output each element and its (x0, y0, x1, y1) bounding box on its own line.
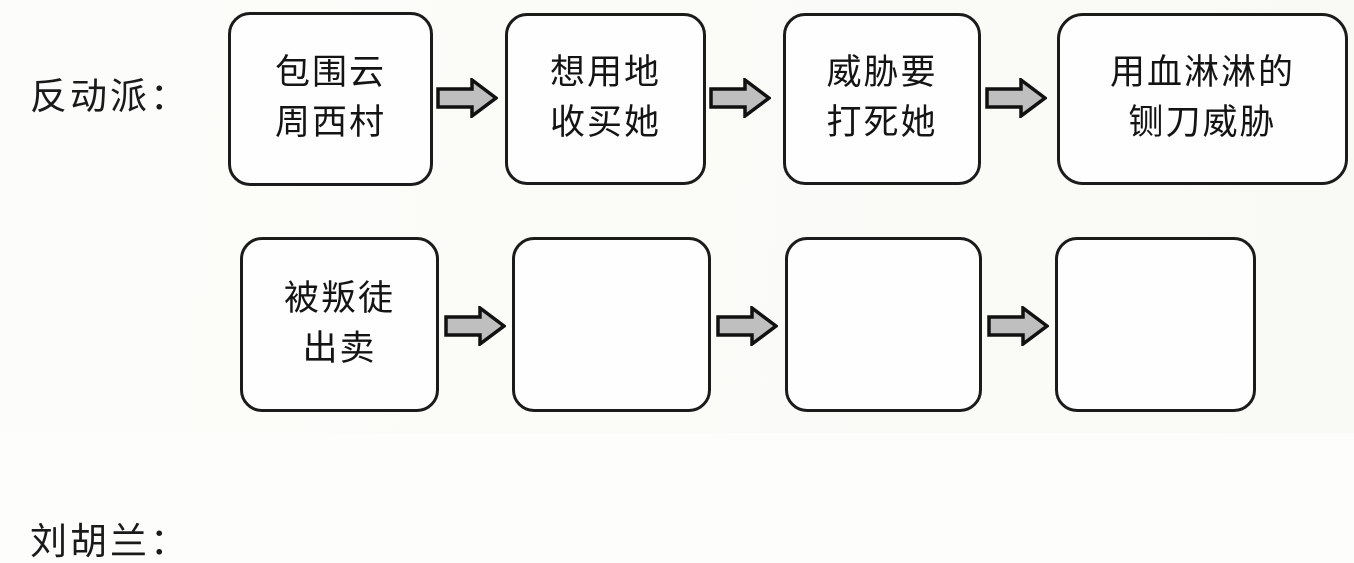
node-row1-step1[interactable]: 包围云 周西村 (228, 12, 433, 186)
arrow-row2-3-icon (987, 306, 1049, 346)
node-row2-step2[interactable] (512, 237, 711, 412)
node-row2-step4[interactable] (1055, 237, 1256, 412)
arrow-row1-1-icon (436, 78, 498, 118)
arrow-row1-3-icon (985, 78, 1047, 118)
node-row2-step1[interactable]: 被叛徒 出卖 (240, 237, 439, 412)
node-row1-step1-text: 包围云 周西村 (274, 53, 386, 143)
row-label-reactionaries: 反动派： (30, 75, 190, 118)
node-row1-step3-text: 威胁要 打死她 (826, 53, 938, 143)
node-row1-step4-text: 用血淋淋的 铡刀威胁 (1109, 53, 1295, 143)
flowchart-row-liuhulan: 刘胡兰： 被叛徒 出卖 (0, 217, 1354, 560)
arrow-row2-2-icon (716, 306, 778, 346)
arrow-row2-1-icon (444, 306, 506, 346)
flowchart-row-reactionaries: 反动派： 包围云 周西村 想用地 收买她 威胁要 打死她 用血淋淋的 (0, 0, 1354, 216)
node-row1-step4[interactable]: 用血淋淋的 铡刀威胁 (1057, 13, 1348, 185)
node-row1-step2[interactable]: 想用地 收买她 (505, 13, 706, 185)
node-row2-step3[interactable] (785, 237, 982, 412)
arrow-row1-2-icon (709, 78, 771, 118)
row-label-liuhulan: 刘胡兰： (30, 520, 190, 563)
node-row1-step3[interactable]: 威胁要 打死她 (783, 13, 981, 185)
node-row2-step1-text: 被叛徒 出卖 (283, 278, 395, 369)
node-row1-step2-text: 想用地 收买她 (549, 53, 661, 143)
